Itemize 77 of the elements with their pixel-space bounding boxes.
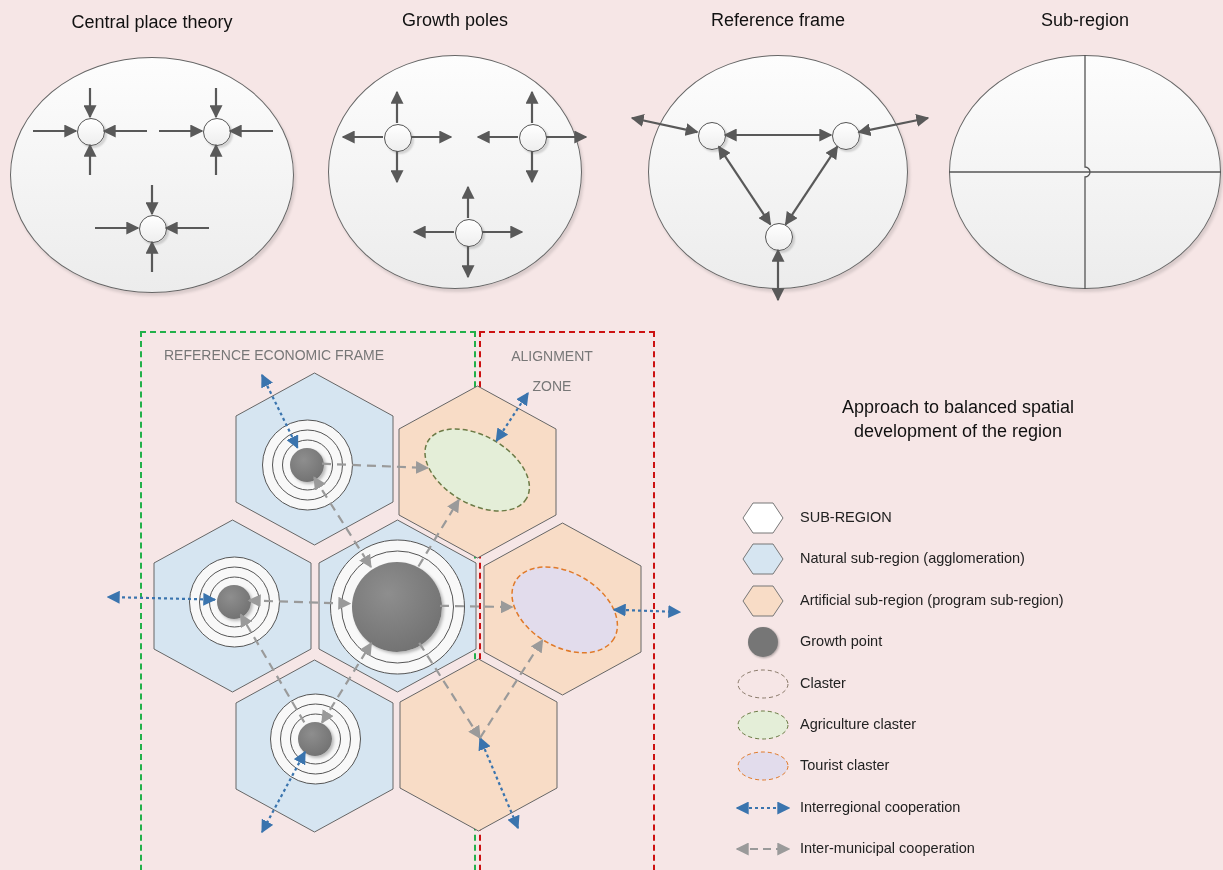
node-circle (832, 122, 860, 150)
arrow (341, 130, 383, 144)
arrow (390, 151, 404, 184)
arrow (411, 130, 453, 144)
legend-label: SUB-REGION (800, 509, 892, 525)
node-circle (765, 223, 793, 251)
arrow (461, 185, 475, 218)
arrow (209, 88, 223, 119)
dashed-arrow (612, 603, 682, 619)
legend-label: Natural sub-region (agglomeration) (800, 550, 1025, 567)
hexagon-region (235, 660, 393, 832)
node-circle (203, 118, 231, 146)
hexagon-region (483, 523, 641, 695)
arrow (630, 114, 699, 136)
dashed-arrow (495, 391, 529, 442)
panel-title: Growth poles (400, 10, 510, 31)
legend-label: Inter-municipal cooperation (800, 840, 975, 857)
dashed-arrow (478, 736, 520, 830)
panel-title: Reference frame (709, 10, 847, 31)
node-circle (519, 124, 547, 152)
dashed-arrow (106, 590, 217, 606)
arrow (145, 240, 159, 272)
arrow (83, 143, 97, 175)
arrow (390, 90, 404, 123)
arrow (33, 124, 78, 138)
arrow (164, 221, 209, 235)
arrow (784, 145, 839, 226)
diagram-caption: Approach to balanced spatial development of the region (840, 396, 1076, 443)
arrow (209, 143, 223, 175)
arrow (95, 221, 140, 235)
dashed-arrow (479, 638, 544, 739)
dashed-arrow (261, 373, 299, 449)
node-circle (139, 215, 167, 243)
cluster-ellipse (511, 566, 619, 654)
arrow (482, 225, 524, 239)
legend-label: Interregional cooperation (800, 798, 961, 815)
node-circle (384, 124, 412, 152)
hexagon-region (399, 659, 557, 831)
legend-label: Growth point (800, 633, 883, 650)
arrow (717, 145, 772, 226)
legend-label: Claster (800, 674, 846, 691)
arrow (771, 248, 785, 302)
arrow (857, 114, 930, 137)
node-circle (455, 219, 483, 247)
arrow (83, 88, 97, 119)
arrow (476, 130, 518, 144)
arrow (461, 246, 475, 279)
arrow (228, 124, 273, 138)
arrow (412, 225, 454, 239)
dashed-arrow (247, 594, 352, 610)
arrow (145, 185, 159, 216)
arrow (525, 151, 539, 184)
panel-title: Sub-region (1039, 10, 1131, 31)
arrow (723, 128, 833, 142)
hexagon-region (235, 373, 393, 545)
panel-title: Central place theory (70, 12, 234, 33)
node-circle (77, 118, 105, 146)
node-circle (698, 122, 726, 150)
legend-label: Tourist claster (800, 757, 890, 774)
dashed-arrow (261, 750, 306, 834)
dashed-arrow (440, 600, 514, 614)
dashed-arrow (313, 476, 372, 569)
arrow (159, 124, 204, 138)
dashed-arrow (239, 613, 306, 723)
legend-label: Agriculture claster (800, 716, 917, 732)
arrow (525, 90, 539, 123)
arrow (102, 124, 147, 138)
frame-label: ALIGNMENT ZONE (510, 347, 594, 396)
dashed-arrow (417, 498, 460, 568)
dashed-arrow (321, 461, 429, 474)
frame-label: REFERENCE ECONOMIC FRAME (164, 347, 386, 363)
dashed-arrow (321, 642, 373, 724)
dashed-arrow (418, 642, 481, 740)
arrow (546, 130, 588, 144)
cluster-ellipse (423, 428, 531, 512)
legend-label: Artificial sub-region (program sub-region) (800, 591, 1064, 608)
hexagon-region (153, 520, 311, 692)
